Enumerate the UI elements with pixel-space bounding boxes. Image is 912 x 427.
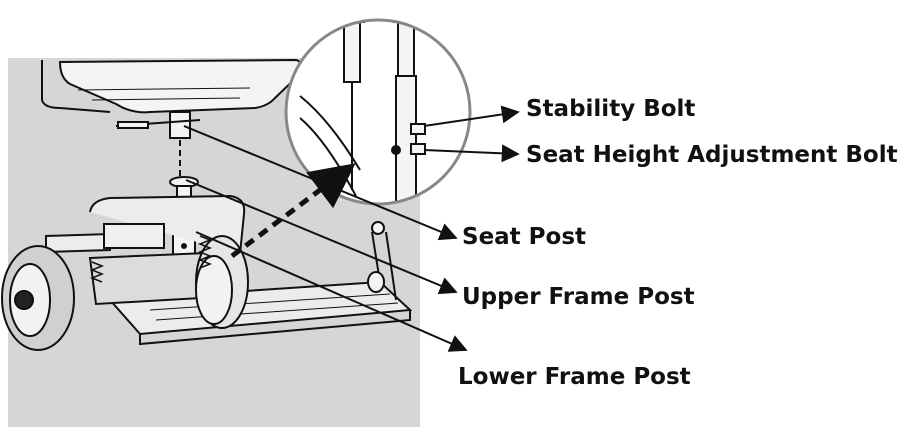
label-seat-height-adjustment-bolt: Seat Height Adjustment Bolt [526,142,898,168]
drive-wheel-icon [195,235,249,329]
label-lower-frame-post: Lower Frame Post [458,364,691,390]
rear-wheel-icon [1,245,75,351]
seat-icon [41,58,303,139]
leader-lower-frame-post [195,231,468,352]
magnifier-detail [284,18,472,206]
magnify-pointer [230,163,356,258]
leader-stability-bolt [423,105,520,127]
label-upper-frame-post: Upper Frame Post [462,284,695,310]
leader-seat-height-adjustment-bolt [423,144,520,163]
scooter-illustration [1,58,413,351]
leader-lines [183,105,520,352]
label-stability-bolt: Stability Bolt [526,96,696,122]
leader-upper-frame-post [185,179,458,295]
label-seat-post: Seat Post [462,224,587,250]
leader-seat-post [183,125,458,241]
